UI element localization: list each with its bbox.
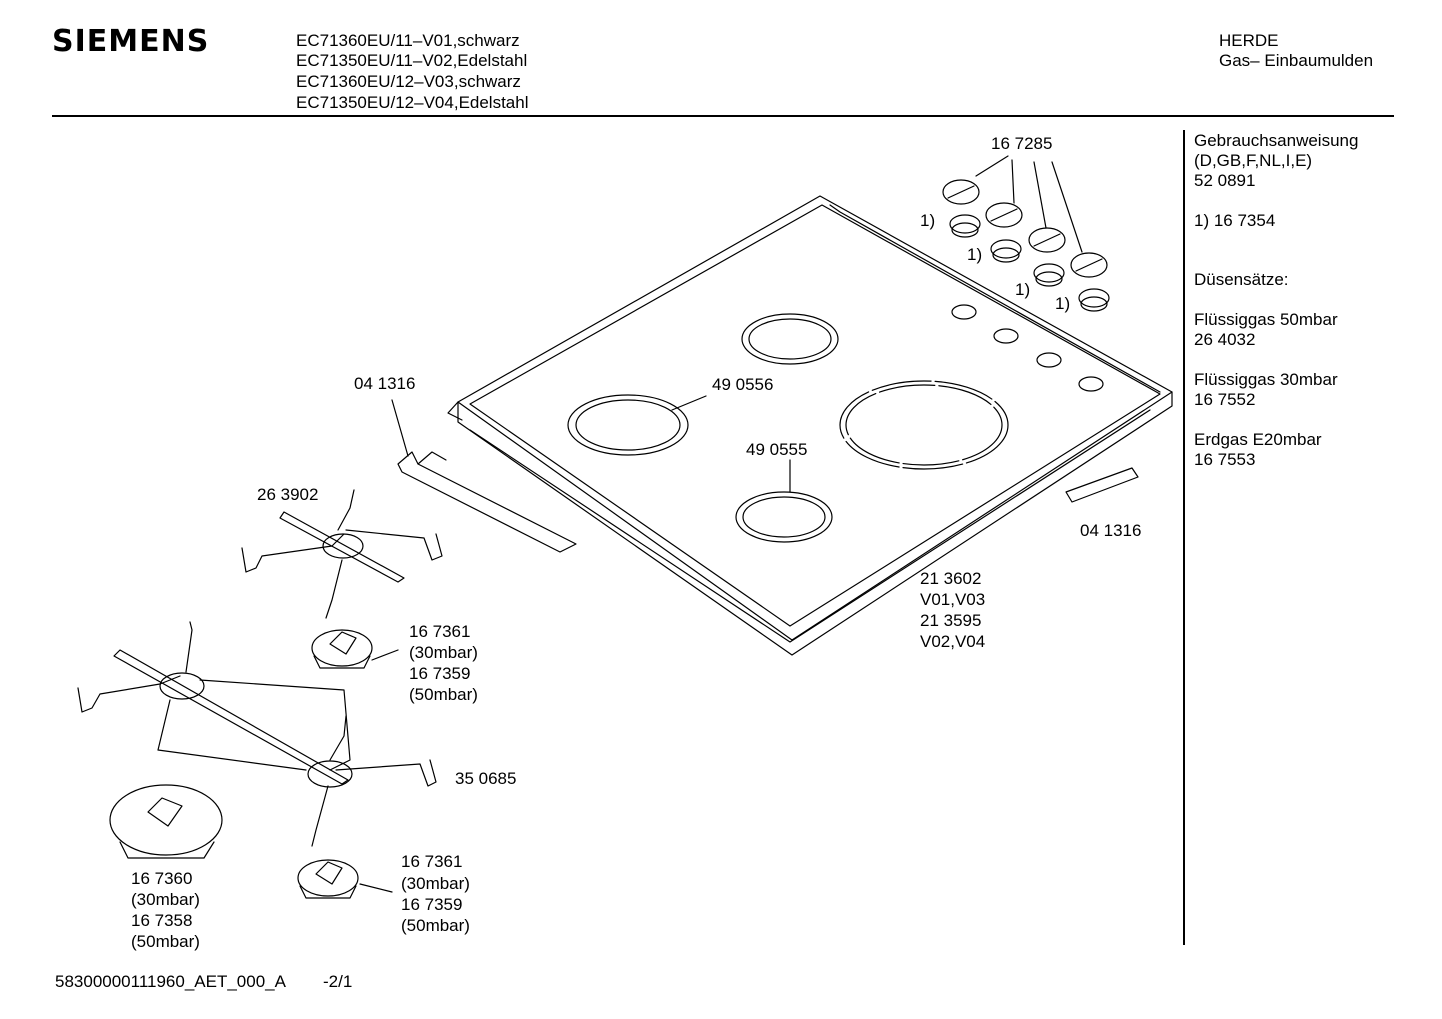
burner-cap-small-2	[298, 860, 358, 898]
footnote-part: 1) 16 7354	[1194, 211, 1276, 230]
product-subcategory: Gas– Einbaumulden	[1219, 51, 1374, 70]
manual-languages: (D,GB,F,NL,I,E)	[1194, 151, 1313, 170]
burner-cap-large	[110, 785, 222, 858]
seal-strip-right	[1066, 468, 1138, 502]
pan-support-large	[78, 622, 436, 846]
cap-line: 16 7361	[401, 852, 463, 871]
natgas-label: Erdgas E20mbar	[1194, 430, 1322, 449]
cap-line: 16 7359	[409, 664, 471, 683]
hob-top-plate	[448, 196, 1172, 655]
label-burner-ring-front: 49 0555	[746, 440, 808, 459]
sidebar-divider	[1183, 130, 1185, 945]
manual-title: Gebrauchsanweisung	[1194, 131, 1359, 150]
cap-line: (30mbar)	[131, 890, 200, 909]
cap-line: 16 7358	[131, 911, 193, 930]
footnote-mark: 1)	[1015, 280, 1031, 299]
lpg50-label: Flüssiggas 50mbar	[1194, 310, 1338, 329]
seal-strip-left	[398, 452, 576, 552]
label-knobs: 16 7285	[991, 134, 1053, 153]
cap-line: (50mbar)	[401, 916, 470, 935]
burner-ring-large	[840, 381, 1008, 469]
lpg50-number: 26 4032	[1194, 330, 1256, 349]
model-line: EC71360EU/11–V01,schwarz	[296, 31, 520, 50]
footnote-mark: 1)	[1055, 294, 1071, 313]
lpg30-number: 16 7552	[1194, 390, 1256, 409]
document-id: 58300000111960_AET_000_A	[55, 972, 286, 991]
hob-top-line: V02,V04	[920, 632, 986, 651]
cap-line: (30mbar)	[409, 643, 478, 662]
lpg30-label: Flüssiggas 30mbar	[1194, 370, 1338, 389]
product-category: HERDE	[1219, 31, 1279, 50]
natgas-number: 16 7553	[1194, 450, 1256, 469]
knob-seals	[950, 215, 1109, 311]
label-grid-large: 35 0685	[455, 769, 517, 788]
cap-line: (50mbar)	[409, 685, 478, 704]
burner-cap-small-1	[312, 630, 372, 668]
burner-ring-rear-small	[742, 314, 838, 364]
cap-line: 16 7359	[401, 895, 463, 914]
cap-line: 16 7361	[409, 622, 471, 641]
control-knobs	[943, 180, 1107, 277]
leader-lines	[360, 156, 1082, 892]
cap-line: 16 7360	[131, 869, 193, 888]
label-burner-ring-back: 49 0556	[712, 375, 774, 394]
pan-support-small	[242, 490, 442, 618]
model-line: EC71360EU/12–V03,schwarz	[296, 72, 521, 91]
cap-line: (50mbar)	[131, 932, 200, 951]
model-line: EC71350EU/11–V02,Edelstahl	[296, 51, 528, 70]
footnote-mark: 1)	[967, 245, 983, 264]
label-seal-right: 04 1316	[1080, 521, 1142, 540]
siemens-logo: SIEMENS	[52, 24, 210, 59]
page-number: -2/1	[323, 972, 353, 991]
header-rule	[52, 115, 1394, 117]
cap-line: (30mbar)	[401, 874, 470, 893]
model-line: EC71350EU/12–V04,Edelstahl	[296, 93, 529, 112]
hob-top-line: 21 3595	[920, 611, 982, 630]
label-grid-small: 26 3902	[257, 485, 319, 504]
burner-ring-front	[736, 492, 832, 542]
hob-top-line: 21 3602	[920, 569, 982, 588]
hob-top-line: V01,V03	[920, 590, 986, 609]
nozzle-set-title: Düsensätze:	[1194, 270, 1289, 289]
label-seal-left: 04 1316	[354, 374, 416, 393]
burner-ring-back	[568, 395, 688, 455]
manual-number: 52 0891	[1194, 171, 1256, 190]
knob-holes	[952, 305, 1103, 391]
footnote-mark: 1)	[920, 211, 936, 230]
